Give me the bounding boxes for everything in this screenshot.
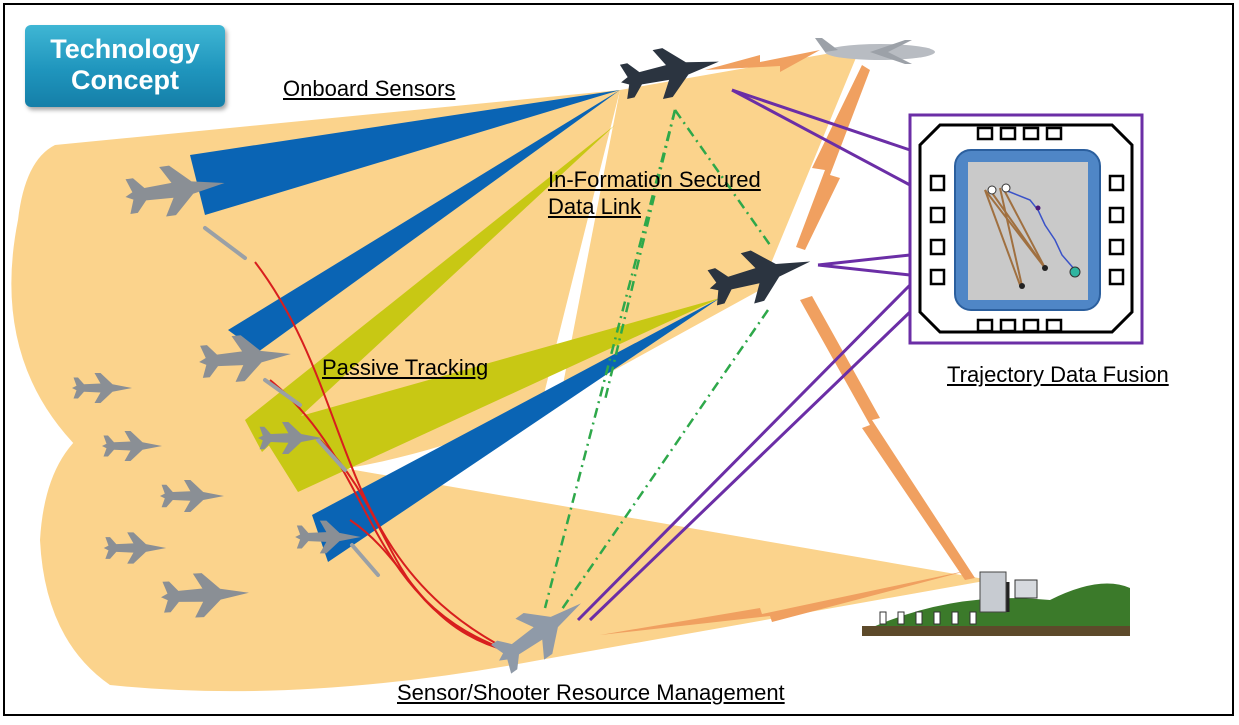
label-secured-data-link: In-Formation Secured Data Link bbox=[548, 166, 761, 220]
relay-links bbox=[600, 50, 975, 635]
awacs-aircraft-icon bbox=[815, 38, 935, 64]
badge-line-2: Concept bbox=[71, 65, 179, 95]
label-secured-data-link-line-1: In-Formation Secured bbox=[548, 167, 761, 192]
secure-data-links bbox=[543, 109, 772, 613]
label-secured-data-link-line-2: Data Link bbox=[548, 194, 641, 219]
passive-beams bbox=[245, 125, 720, 492]
missile-tracks bbox=[254, 261, 513, 653]
label-trajectory-data-fusion: Trajectory Data Fusion bbox=[947, 362, 1169, 387]
data-fusion-links bbox=[576, 88, 912, 622]
label-resource-management: Sensor/Shooter Resource Management bbox=[397, 680, 785, 705]
coverage-zone-lower bbox=[40, 425, 990, 692]
label-onboard-sensors: Onboard Sensors bbox=[283, 76, 456, 101]
mfd-display-icon bbox=[908, 113, 1144, 345]
concept-badge: Technology Concept bbox=[25, 25, 225, 107]
radar-beams bbox=[190, 90, 720, 562]
ground-station-icon bbox=[862, 571, 1130, 636]
diagram-frame bbox=[3, 3, 1234, 716]
badge-line-1: Technology bbox=[50, 34, 200, 64]
label-passive-tracking: Passive Tracking bbox=[322, 355, 489, 380]
missiles bbox=[203, 226, 380, 577]
